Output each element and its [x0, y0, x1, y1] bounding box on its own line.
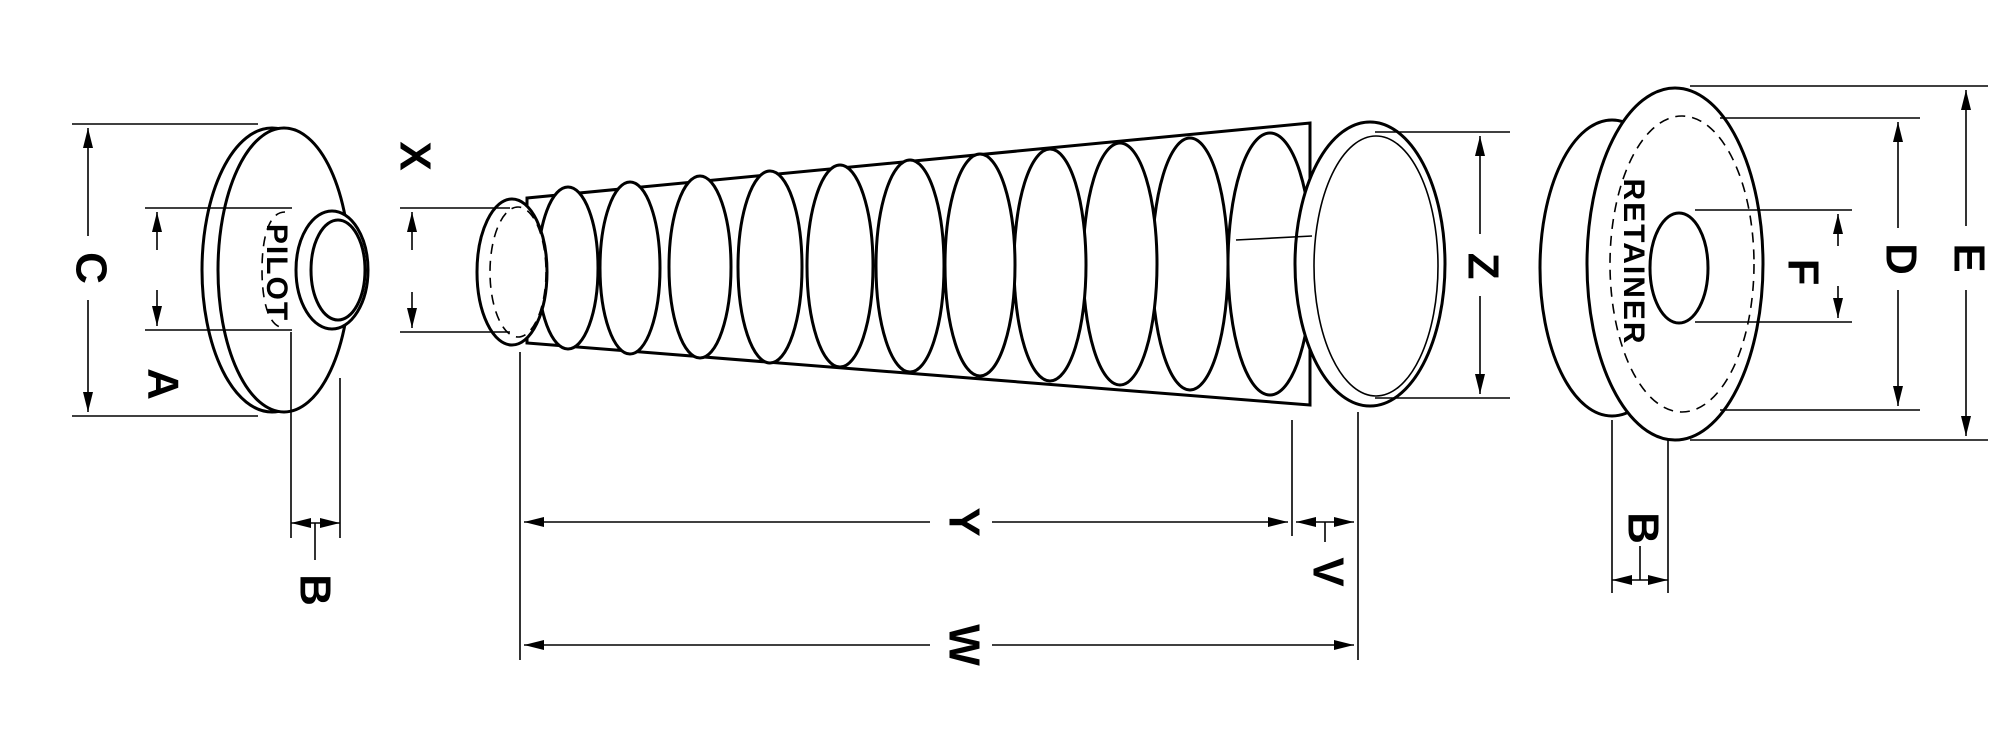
dimension-z: Z [1375, 131, 1510, 399]
dimension-a: A [138, 207, 292, 400]
dimension-x-label: X [390, 141, 439, 170]
boot-step-ring [1012, 147, 1088, 383]
dimension-w: W [524, 624, 1354, 666]
dimension-b-right: B [1611, 420, 1669, 593]
dimension-e: E [1690, 85, 1993, 441]
boot-step-ring [1081, 141, 1159, 387]
dimension-e-label: E [1944, 243, 1993, 272]
boot-step-ring [736, 169, 804, 365]
dimension-w-label: W [939, 624, 988, 666]
dimension-a-label: A [138, 368, 187, 400]
boot-small-end-inner [489, 206, 547, 338]
dimension-x: X [390, 141, 510, 333]
pilot-hole [309, 218, 367, 322]
retainer-part: RETAINER [1538, 86, 1765, 442]
boot-step-ring [943, 152, 1017, 378]
boot-large-end [1293, 120, 1447, 408]
dimension-d: D [1720, 117, 1925, 411]
pilot-part: PILOT [200, 126, 370, 414]
retainer-hidden-rim [1609, 115, 1755, 413]
boot-small-end [475, 197, 549, 347]
dimension-f-label: F [1778, 259, 1827, 286]
pilot-hidden-edge [261, 211, 286, 329]
dimension-f: F [1695, 209, 1852, 323]
boot-slit [1235, 235, 1313, 241]
boot-step-ring [1150, 136, 1230, 392]
pilot-label: PILOT [260, 224, 293, 322]
dimension-d-label: D [1876, 243, 1925, 275]
boot-step-ring [667, 174, 733, 360]
dimension-b-right-label: B [1618, 512, 1667, 544]
dimension-z-label: Z [1458, 253, 1507, 280]
dimension-c-label: C [66, 252, 115, 284]
boot-step-ring [598, 180, 662, 356]
dimension-b-left-label: B [290, 574, 339, 606]
dimension-c: C [66, 123, 258, 417]
dimension-b-left: B [290, 332, 341, 606]
retainer-hole [1648, 211, 1710, 325]
boot-step-ring [874, 158, 946, 374]
dimension-v-label: V [1303, 557, 1352, 587]
tapered-boot [475, 120, 1447, 408]
boot-large-end-inner [1313, 135, 1439, 397]
dimension-v: V [1296, 412, 1359, 660]
boot-step-ring [805, 163, 875, 369]
dimension-y: Y [519, 352, 1293, 660]
retainer-label: RETAINER [1617, 178, 1650, 345]
dimension-y-label: Y [939, 507, 988, 536]
